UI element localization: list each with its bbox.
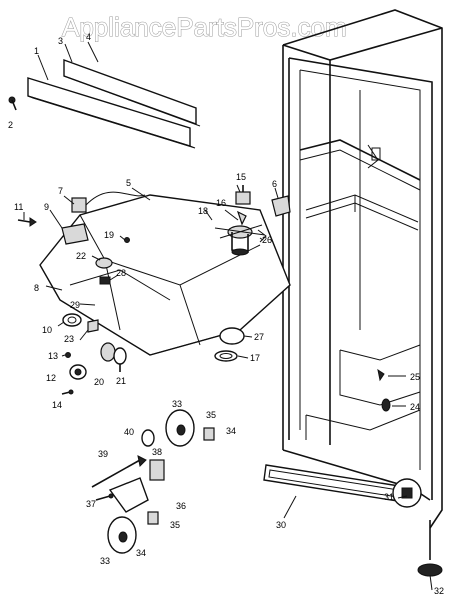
bracket-38	[149, 459, 165, 481]
callout-27: 27	[254, 332, 264, 342]
refrigerator-cabinet	[282, 9, 443, 529]
callout-28: 28	[116, 268, 126, 278]
callout-7: 7	[58, 186, 63, 196]
callout-15: 15	[236, 172, 246, 182]
callout-33a: 33	[172, 399, 182, 409]
callout-3: 3	[58, 36, 63, 46]
callout-5: 5	[126, 178, 131, 188]
bracket-36	[108, 477, 149, 513]
part-25	[377, 368, 385, 382]
switch-15	[235, 185, 251, 205]
part-28	[99, 276, 111, 285]
callout-14: 14	[52, 400, 62, 410]
clip-35-lower	[147, 511, 159, 525]
callout-20: 20	[94, 377, 104, 387]
callout-21: 21	[116, 376, 126, 386]
callout-2: 2	[8, 120, 13, 130]
callout-11: 11	[14, 202, 23, 212]
part-24	[381, 398, 391, 412]
ring-27	[219, 327, 245, 345]
callout-25: 25	[410, 372, 420, 382]
callout-1: 1	[34, 46, 39, 56]
callout-38: 38	[152, 447, 162, 457]
callout-29: 29	[70, 300, 80, 310]
callout-34b: 34	[136, 548, 146, 558]
callout-22: 22	[76, 251, 86, 261]
knob-20	[100, 342, 116, 362]
grommet-10	[62, 313, 82, 327]
callout-17: 17	[250, 353, 260, 363]
callout-33b: 33	[100, 556, 110, 566]
screw-11	[17, 217, 37, 227]
callout-37: 37	[86, 499, 96, 509]
callout-40: 40	[124, 427, 134, 437]
callout-19: 19	[104, 230, 114, 240]
bracket-6	[271, 195, 291, 217]
screw-2	[8, 96, 17, 111]
callout-35a: 35	[206, 410, 216, 420]
callout-12: 12	[46, 373, 56, 383]
screw-14	[61, 389, 74, 395]
watermark-text: AppliancePartsPros.com	[62, 12, 347, 42]
callout-34a: 34	[226, 426, 236, 436]
callout-26: 26	[262, 235, 272, 245]
fan-motor	[214, 224, 266, 256]
callout-39: 39	[98, 449, 108, 459]
callout-35b: 35	[170, 520, 180, 530]
spacer-40	[141, 429, 155, 447]
roller-31	[392, 478, 422, 508]
callout-18: 18	[198, 206, 208, 216]
motor-mount-26	[257, 229, 267, 243]
leader-lines	[23, 41, 433, 591]
top-rail	[27, 59, 201, 149]
clamp-17	[214, 350, 238, 362]
bolt-39	[91, 455, 147, 488]
callout-9: 9	[44, 202, 49, 212]
base-tray	[39, 194, 291, 356]
callout-30: 30	[276, 520, 286, 530]
clip-35-upper	[203, 427, 215, 441]
callout-31: 31	[384, 492, 394, 502]
roller-33-lower	[107, 516, 137, 554]
leveler-32	[417, 520, 443, 577]
callout-6: 6	[272, 179, 277, 189]
damper-22	[95, 257, 113, 269]
callout-36: 36	[176, 501, 186, 511]
roller-33-upper	[165, 409, 195, 447]
callout-labels: 1 2 3 4 5 6 7 8 9 10 11 12 13 14 15 16 1…	[8, 32, 444, 596]
bulb-socket-12	[69, 364, 87, 380]
screw-19	[124, 237, 130, 243]
callout-4: 4	[86, 32, 91, 42]
callout-13: 13	[48, 351, 58, 361]
callout-24: 24	[410, 402, 420, 412]
callout-16: 16	[216, 198, 226, 208]
screw-13	[65, 352, 71, 358]
callout-32: 32	[434, 586, 444, 596]
callout-10: 10	[42, 325, 52, 335]
fan-blade-16	[236, 210, 247, 226]
control-9	[61, 223, 89, 245]
callout-8: 8	[34, 283, 39, 293]
bulb-21	[113, 347, 127, 372]
screw-37	[95, 493, 114, 501]
thermostat-7	[71, 191, 146, 213]
callout-23: 23	[64, 334, 74, 344]
clip-23	[87, 319, 99, 333]
